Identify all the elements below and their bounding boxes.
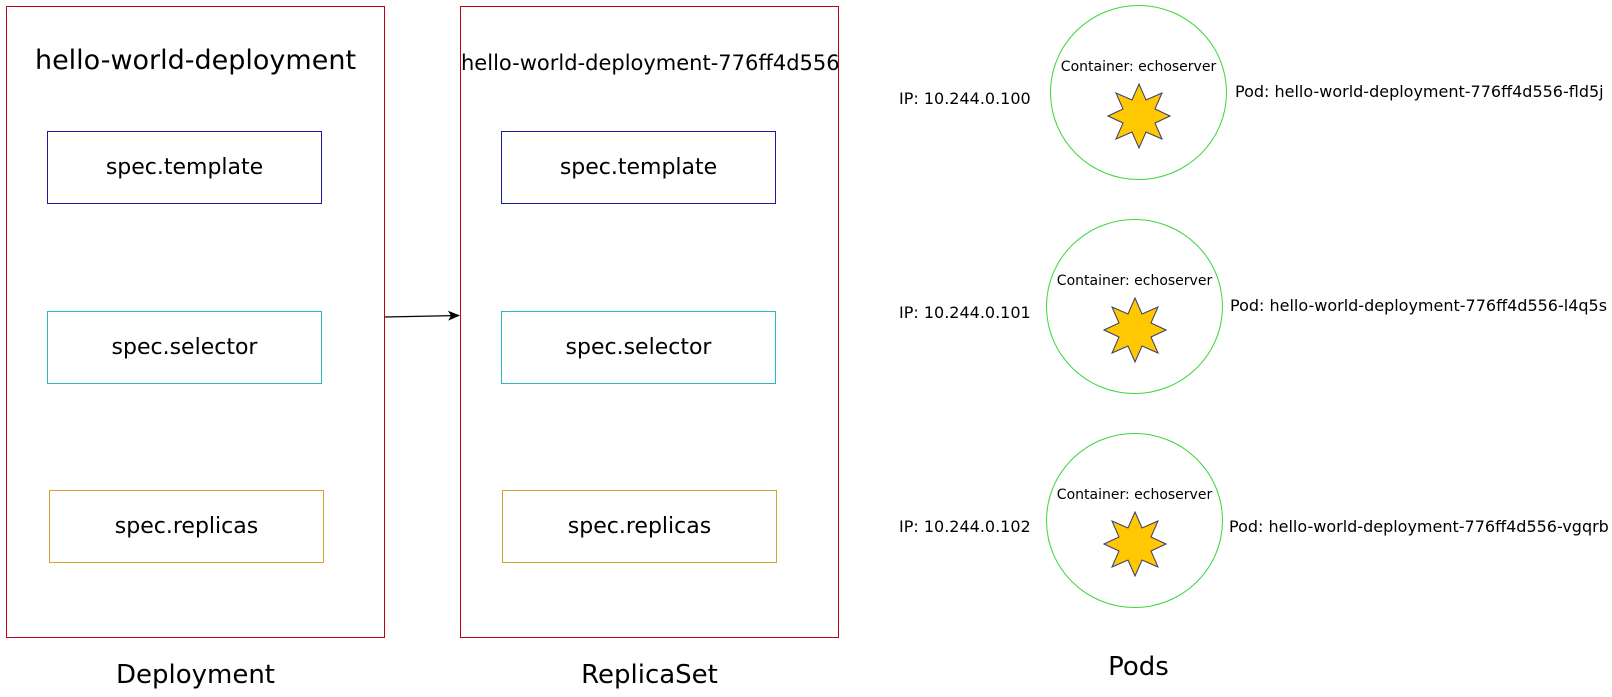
pod-name-label: Pod: hello-world-deployment-776ff4d556-l… (1230, 296, 1608, 315)
container-label: Container: echoserver (1060, 59, 1217, 75)
replicaset-spec-selector: spec.selector (501, 311, 776, 384)
deployment-box: hello-world-deployment spec.template spe… (6, 6, 385, 638)
pod-circle: Container: echoserver (1046, 433, 1223, 608)
container-star-icon (1107, 83, 1171, 149)
pod-ip-label: IP: 10.244.0.102 (899, 517, 1031, 536)
replicaset-spec-replicas: spec.replicas (502, 490, 777, 563)
deployment-caption: Deployment (115, 660, 276, 690)
deployment-spec-selector: spec.selector (47, 311, 322, 384)
deployment-spec-replicas: spec.replicas (49, 490, 324, 563)
pod-name-label: Pod: hello-world-deployment-776ff4d556-f… (1235, 82, 1604, 101)
pod-circle: Container: echoserver (1050, 5, 1227, 180)
deployment-spec-template: spec.template (47, 131, 322, 204)
pod-circle: Container: echoserver (1046, 219, 1223, 394)
pods-caption: Pods (1108, 652, 1169, 682)
container-star-icon (1103, 297, 1167, 363)
deployment-name: hello-world-deployment (34, 45, 357, 76)
replicaset-name: hello-world-deployment-776ff4d556 (461, 51, 840, 75)
replicaset-spec-template: spec.template (501, 131, 776, 204)
replicaset-box: hello-world-deployment-776ff4d556 spec.t… (460, 6, 840, 638)
pod-ip-label: IP: 10.244.0.100 (899, 89, 1031, 108)
pod-ip-label: IP: 10.244.0.101 (899, 303, 1031, 322)
container-label: Container: echoserver (1056, 273, 1213, 289)
pod-name-label: Pod: hello-world-deployment-776ff4d556-v… (1229, 517, 1609, 536)
container-star-icon (1103, 511, 1167, 577)
replicaset-caption: ReplicaSet (581, 660, 718, 690)
container-label: Container: echoserver (1056, 487, 1213, 503)
